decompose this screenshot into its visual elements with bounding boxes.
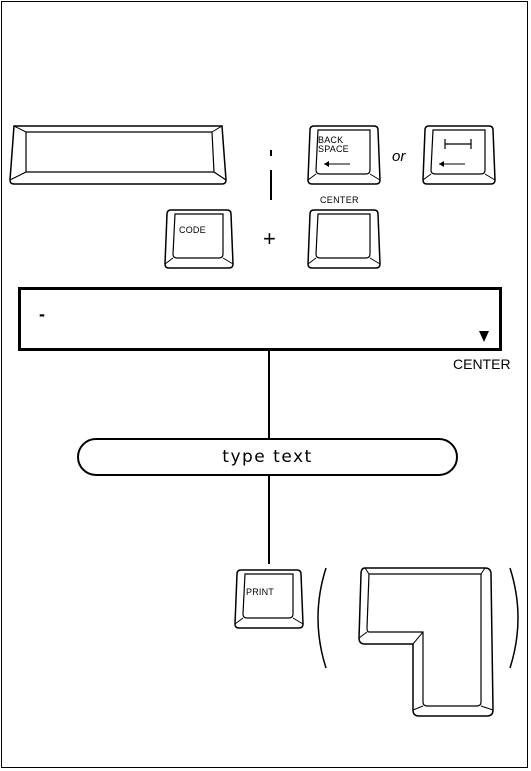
return-key-icon — [358, 567, 494, 717]
print-key-icon — [234, 569, 304, 629]
backspace-label-line2: SPACE — [318, 144, 349, 154]
code-key-icon — [164, 209, 234, 269]
display-indicator-label: CENTER — [453, 356, 511, 372]
flow-connector — [268, 476, 270, 564]
or-text: or — [392, 148, 406, 165]
print-key-label: PRINT — [246, 587, 274, 597]
row-divider — [270, 150, 272, 156]
code-key-label: CODE — [179, 225, 206, 235]
spacebar-key-icon — [9, 125, 227, 185]
blank-key-icon — [307, 209, 381, 269]
step-text: type text — [222, 447, 313, 467]
step-type-text: type text — [77, 438, 458, 476]
margin-release-key-icon — [422, 125, 496, 185]
center-key-caption: CENTER — [320, 195, 359, 205]
backspace-key-icon — [307, 125, 381, 185]
display-cursor: - — [39, 304, 45, 324]
open-paren — [317, 567, 327, 669]
flow-connector — [268, 351, 270, 438]
backspace-label-line1: BACK — [318, 135, 344, 145]
row-divider — [270, 170, 272, 200]
close-paren — [509, 567, 519, 669]
plus-sign: + — [263, 226, 276, 251]
triangle-down-icon — [479, 331, 489, 342]
display-window: - — [18, 287, 502, 351]
